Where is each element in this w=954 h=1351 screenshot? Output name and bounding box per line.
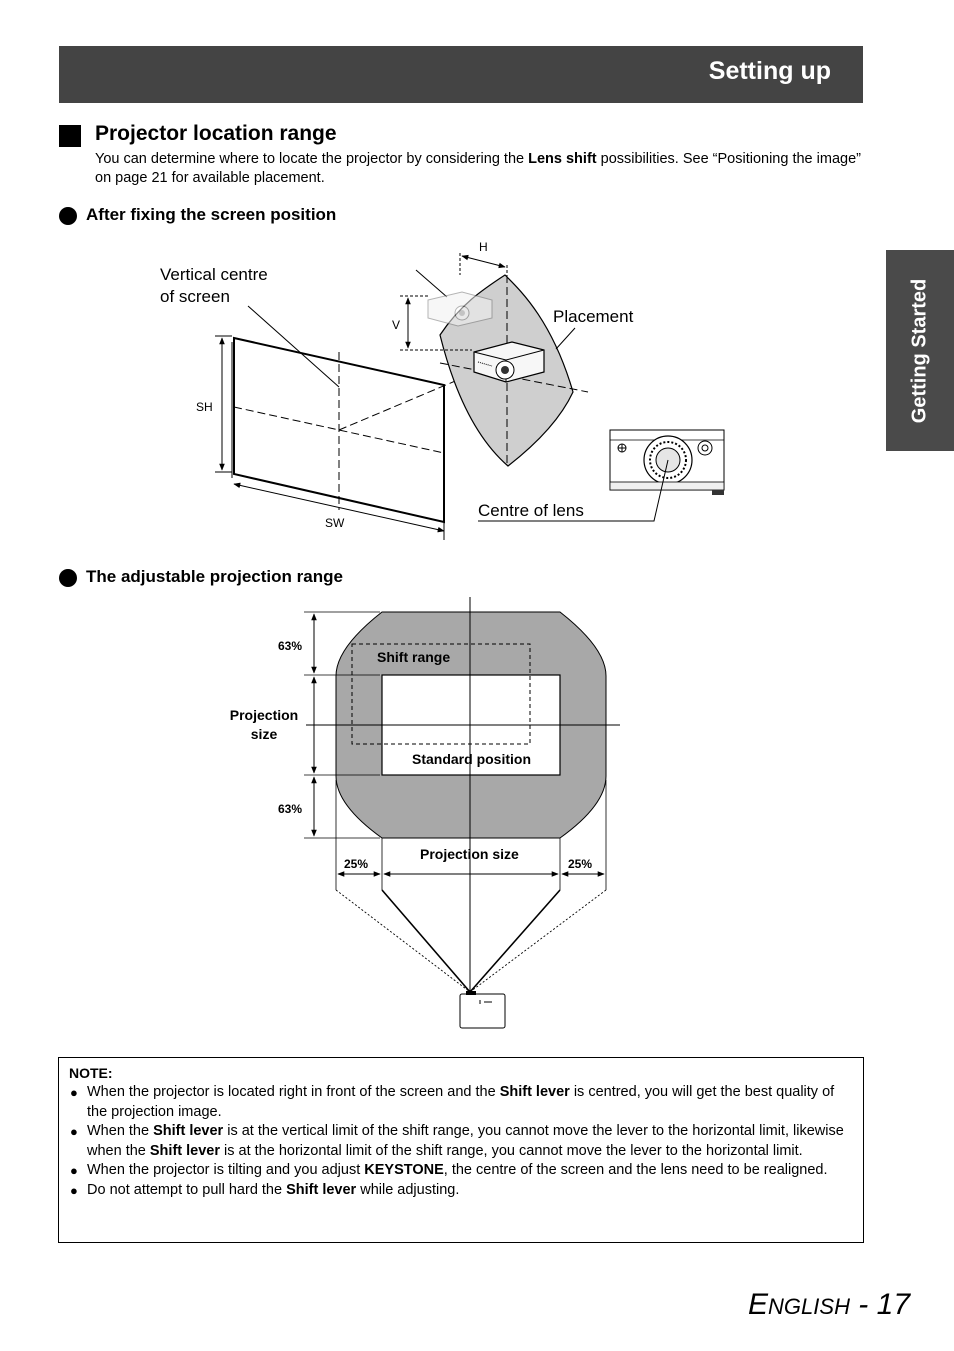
label-centre-of-lens: Centre of lens <box>478 501 584 520</box>
list-item: ●When the Shift lever is at the vertical… <box>70 1123 844 1159</box>
bullet-icon: ● <box>70 1163 78 1178</box>
list-item: ●When the projector is tilting and you a… <box>69 1161 849 1181</box>
label-h: H <box>479 240 488 254</box>
projector-faded-icon <box>427 291 493 327</box>
label-sh: SH <box>196 400 213 414</box>
list-item: ●Do not attempt to pull hard the Shift l… <box>69 1181 849 1201</box>
subsection-title-screen-position: After fixing the screen position <box>86 205 337 224</box>
label-projection-size-bottom: Projection size <box>420 846 519 862</box>
label-pct-top: 63% <box>278 639 302 653</box>
projection-range-diagram <box>304 597 620 1029</box>
label-pct-left: 25% <box>344 857 368 871</box>
section-title: Projector location range <box>95 122 337 145</box>
note-list: ●When the projector is located right in … <box>69 1083 849 1200</box>
bullet-icon: ● <box>70 1182 78 1198</box>
list-item: ●When the projector is located right in … <box>70 1084 835 1120</box>
section-intro: You can determine where to locate the pr… <box>95 151 861 186</box>
label-placement: Placement <box>553 307 634 326</box>
label-shift-range: Shift range <box>377 649 450 665</box>
label-v: V <box>392 318 400 332</box>
bullet-icon <box>59 569 77 587</box>
page-header-bar: Setting up <box>59 46 863 103</box>
label-pct-right: 25% <box>568 857 592 871</box>
sw-dimension-line <box>233 482 445 533</box>
label-sw: SW <box>325 516 345 530</box>
page-title: Setting up <box>708 57 831 85</box>
shift-range-box <box>351 643 531 745</box>
label-projection: Projection <box>230 707 298 723</box>
bullet-icon: ● <box>70 1085 78 1100</box>
note-title: NOTE: <box>69 1065 113 1081</box>
projector-front-view-icon <box>609 429 725 495</box>
label-of-screen: of screen <box>160 287 230 306</box>
side-tab: Getting Started <box>886 250 954 451</box>
projector-top-view-icon <box>459 991 506 1029</box>
label-vertical-centre: Vertical centre <box>160 265 268 284</box>
screen-placement-diagram <box>215 253 725 540</box>
page-footer: ENGLISH - 17 <box>748 1288 910 1321</box>
subsection-title-projection-range: The adjustable projection range <box>86 567 343 586</box>
label-pct-bottom: 63% <box>278 802 302 816</box>
bullet-icon: ● <box>70 1124 78 1139</box>
h-dimension-line <box>461 254 506 269</box>
section-marker-icon <box>59 125 81 147</box>
note-box: NOTE: ●When the projector is located rig… <box>58 1057 864 1243</box>
bullet-icon <box>59 207 77 225</box>
projector-icon <box>473 341 545 383</box>
label-size: size <box>251 726 278 742</box>
label-standard-position: Standard position <box>412 751 531 767</box>
